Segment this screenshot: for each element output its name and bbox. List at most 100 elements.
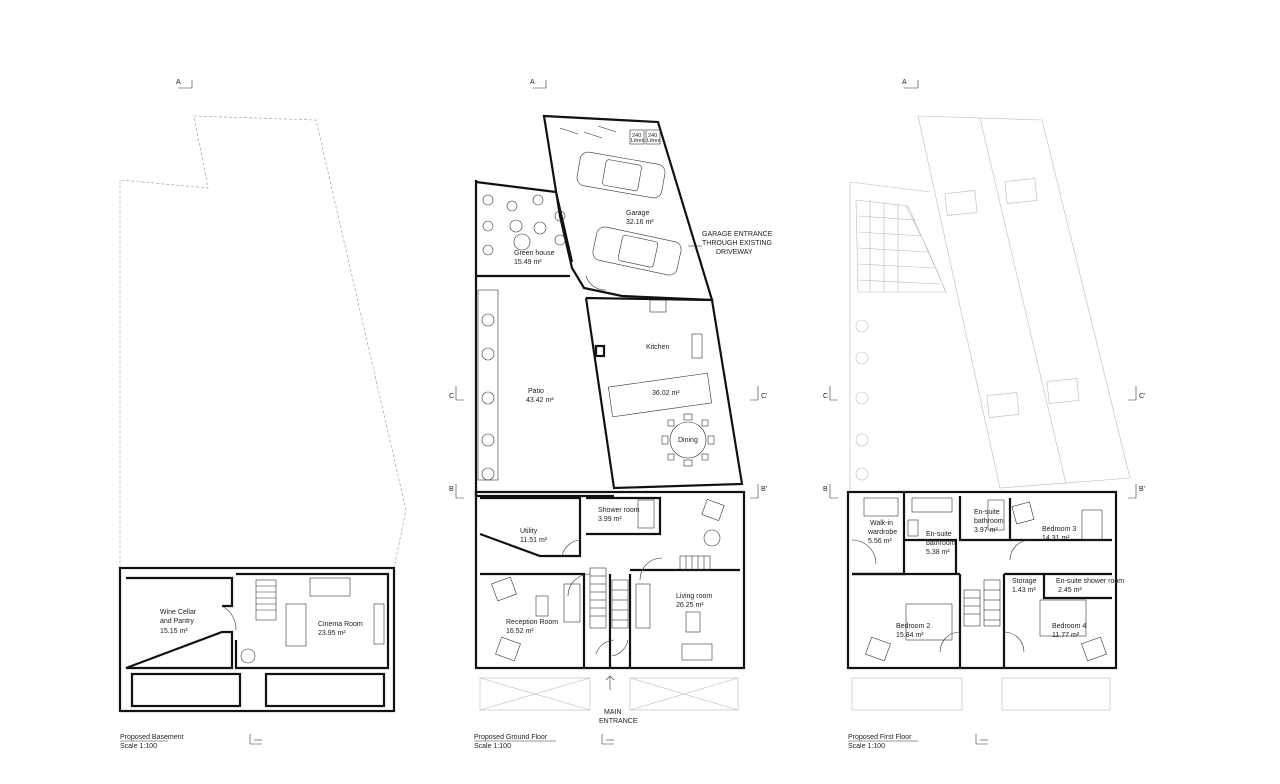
living-door xyxy=(639,557,663,581)
section-marker-a-basement: A xyxy=(176,79,193,89)
bedroom-4-chair xyxy=(1081,636,1107,662)
bin-icon-2 xyxy=(645,129,661,145)
note-garage-line-1: GARAGE ENTRANCE xyxy=(702,231,773,238)
greenhouse-top-wall xyxy=(475,180,574,263)
room-area-ensuite-1: 5.38 m² xyxy=(926,549,950,556)
basement-site-outline xyxy=(119,115,407,569)
room-label-kitchen: Kitchen xyxy=(646,344,669,351)
garage-roof xyxy=(917,115,1131,489)
section-marker-a-ground: A xyxy=(530,79,547,89)
first-hall-walls xyxy=(958,574,1006,668)
hob-icon xyxy=(649,299,667,313)
sink-icon xyxy=(691,333,703,359)
section-marker-a-first: A xyxy=(902,79,919,89)
room-area-ensuite-2: 3.97 m² xyxy=(974,527,998,534)
room-label-storage: Storage xyxy=(1012,578,1037,585)
basement-lightwell-left xyxy=(130,672,242,708)
svg-text:C': C' xyxy=(761,393,767,400)
ensuite-1-walls xyxy=(904,538,958,574)
section-marker-a-bottom-first xyxy=(975,734,988,745)
greenhouse-plants xyxy=(482,194,566,256)
room-area-shower: 3.99 m² xyxy=(598,516,622,523)
patio-left-wall xyxy=(474,180,614,498)
utility-walls xyxy=(479,496,582,558)
ground-terrace-left xyxy=(479,677,591,711)
caption-basement: Proposed Basement xyxy=(120,734,183,741)
reception-sofa xyxy=(563,583,581,623)
svg-text:B: B xyxy=(449,486,454,493)
section-marker-b-prime-ground: B' xyxy=(750,484,767,499)
caption-first: Proposed First Floor xyxy=(848,734,912,741)
room-area-kitchen-dining: 36.02 m² xyxy=(652,390,680,397)
basement-plan: Wine Cellar and Pantry 15.15 m² Cinema R… xyxy=(118,115,407,750)
bedroom-3-chair xyxy=(1011,501,1035,525)
room-label-living: Living room xyxy=(676,593,712,600)
section-marker-b-prime-first: B' xyxy=(1128,484,1145,499)
room-area-wardrobe: 5.56 m² xyxy=(868,538,892,545)
room-area-garage: 32.16 m² xyxy=(626,219,654,226)
svg-text:A: A xyxy=(902,79,907,86)
room-area-cinema: 23.95 m² xyxy=(318,630,346,637)
room-area-storage: 1.43 m² xyxy=(1012,587,1036,594)
living-table xyxy=(685,611,701,633)
reception-walls xyxy=(480,572,586,668)
living-sofa-2 xyxy=(681,643,713,661)
ground-stairs xyxy=(589,555,711,629)
section-marker-c-first: C xyxy=(823,386,838,401)
bike-icons xyxy=(559,125,617,139)
svg-text:A: A xyxy=(176,79,181,86)
toilet-icon-1 xyxy=(907,519,919,537)
svg-text:B: B xyxy=(823,486,828,493)
garage-walls xyxy=(542,114,714,302)
bin-icon-1 xyxy=(629,129,645,145)
basement-door xyxy=(221,605,237,631)
ensuite-2-walls xyxy=(958,496,1012,542)
svg-text:C: C xyxy=(823,393,828,400)
svg-text:A: A xyxy=(530,79,535,86)
greenhouse-door xyxy=(585,275,607,291)
bathtub-icon xyxy=(911,497,953,513)
section-marker-c-prime-ground: C' xyxy=(750,386,767,401)
patio-plants xyxy=(477,289,499,481)
shower-tray xyxy=(637,499,655,529)
ground-terrace-right xyxy=(629,677,739,711)
living-chair xyxy=(701,499,725,521)
room-area-reception: 16.52 m² xyxy=(506,628,534,635)
room-label-ensuite-shower: En-suite shower room xyxy=(1056,578,1124,585)
living-side-table xyxy=(703,529,721,547)
scale-ground: Scale 1:100 xyxy=(474,743,511,750)
greenhouse-roof xyxy=(855,199,947,293)
shower-room-walls-first xyxy=(1042,574,1112,600)
section-marker-b-first: B xyxy=(823,484,838,499)
room-area-bedroom-3: 14.31 m² xyxy=(1042,535,1070,542)
room-label-reception: Reception Room xyxy=(506,619,558,626)
living-sofa xyxy=(635,583,651,629)
room-area-patio: 43.42 m² xyxy=(526,397,554,404)
reception-table xyxy=(535,595,549,617)
first-floor-outer-wall xyxy=(846,490,1118,670)
first-balcony-right xyxy=(1001,677,1111,711)
cinema-sofa-top xyxy=(309,577,351,597)
room-label-utility: Utility xyxy=(520,528,538,535)
wardrobe-shelf xyxy=(863,497,899,517)
room-label-cinema: Cinema Room xyxy=(318,621,363,628)
bedroom-2-door xyxy=(939,631,961,653)
shower-icon-first xyxy=(987,499,1005,531)
section-marker-c-ground: C xyxy=(449,386,464,401)
first-floor-patio-outline xyxy=(849,181,931,490)
scale-basement: Scale 1:100 xyxy=(120,743,157,750)
bedroom-2-chair xyxy=(865,636,891,662)
room-label-patio: Patio xyxy=(528,388,544,395)
main-entrance-door xyxy=(595,639,629,657)
room-label-greenhouse: Green house xyxy=(514,250,555,257)
basement-lightwell-right xyxy=(264,672,386,708)
basement-plant-icon xyxy=(240,648,256,664)
utility-door xyxy=(561,539,581,557)
room-label-dining: Dining xyxy=(678,437,698,444)
